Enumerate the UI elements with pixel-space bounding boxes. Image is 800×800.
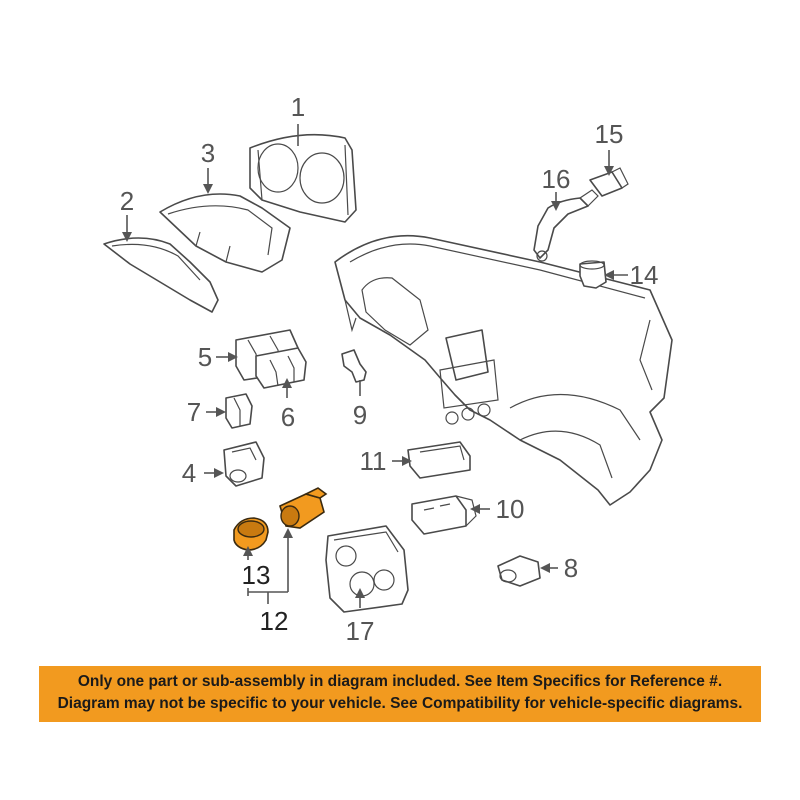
part-16-wire-harness[interactable]: [533, 189, 599, 262]
part-1-instrument-cluster[interactable]: [249, 133, 357, 223]
callout-1: 1: [291, 92, 305, 122]
part-17-climate-control-panel[interactable]: [325, 525, 409, 613]
part-11-panel[interactable]: [407, 441, 471, 479]
callout-17: 17: [346, 616, 375, 646]
callout-3: 3: [201, 138, 215, 168]
part-8-sensor[interactable]: [497, 555, 541, 587]
part-12-socket-highlighted[interactable]: [279, 487, 328, 529]
callout-5: 5: [198, 342, 212, 372]
callout-9: 9: [353, 400, 367, 430]
callout-4: 4: [182, 458, 196, 488]
callout-2: 2: [120, 186, 134, 216]
part-2-cluster-lens[interactable]: [103, 237, 219, 313]
part-4-switch[interactable]: [223, 441, 265, 487]
callout-7: 7: [187, 397, 201, 427]
part-15-connector[interactable]: [589, 167, 629, 197]
callout-12: 12: [260, 606, 289, 636]
callout-14: 14: [630, 260, 659, 290]
part-6-switch[interactable]: [255, 347, 307, 389]
disclaimer-line-1: Only one part or sub-assembly in diagram…: [77, 673, 723, 690]
disclaimer-banner: Only one part or sub-assembly in diagram…: [39, 666, 761, 722]
callout-8: 8: [564, 553, 578, 583]
part-10-switch-assembly[interactable]: [411, 495, 477, 535]
callout-6: 6: [281, 402, 295, 432]
callout-16: 16: [542, 164, 571, 194]
callout-15: 15: [595, 119, 624, 149]
callout-10: 10: [496, 494, 525, 524]
part-3-cluster-bezel[interactable]: [159, 193, 291, 273]
callout-11: 11: [360, 446, 387, 476]
disclaimer-line-2: Diagram may not be specific to your vehi…: [57, 695, 743, 712]
part-7-small-switch[interactable]: [225, 393, 253, 429]
callout-13: 13: [242, 560, 271, 590]
part-9-bracket[interactable]: [341, 349, 367, 383]
dashboard-assembly[interactable]: [334, 235, 673, 506]
part-13-cap-highlighted[interactable]: [233, 517, 269, 551]
part-14-knob[interactable]: [579, 260, 607, 289]
